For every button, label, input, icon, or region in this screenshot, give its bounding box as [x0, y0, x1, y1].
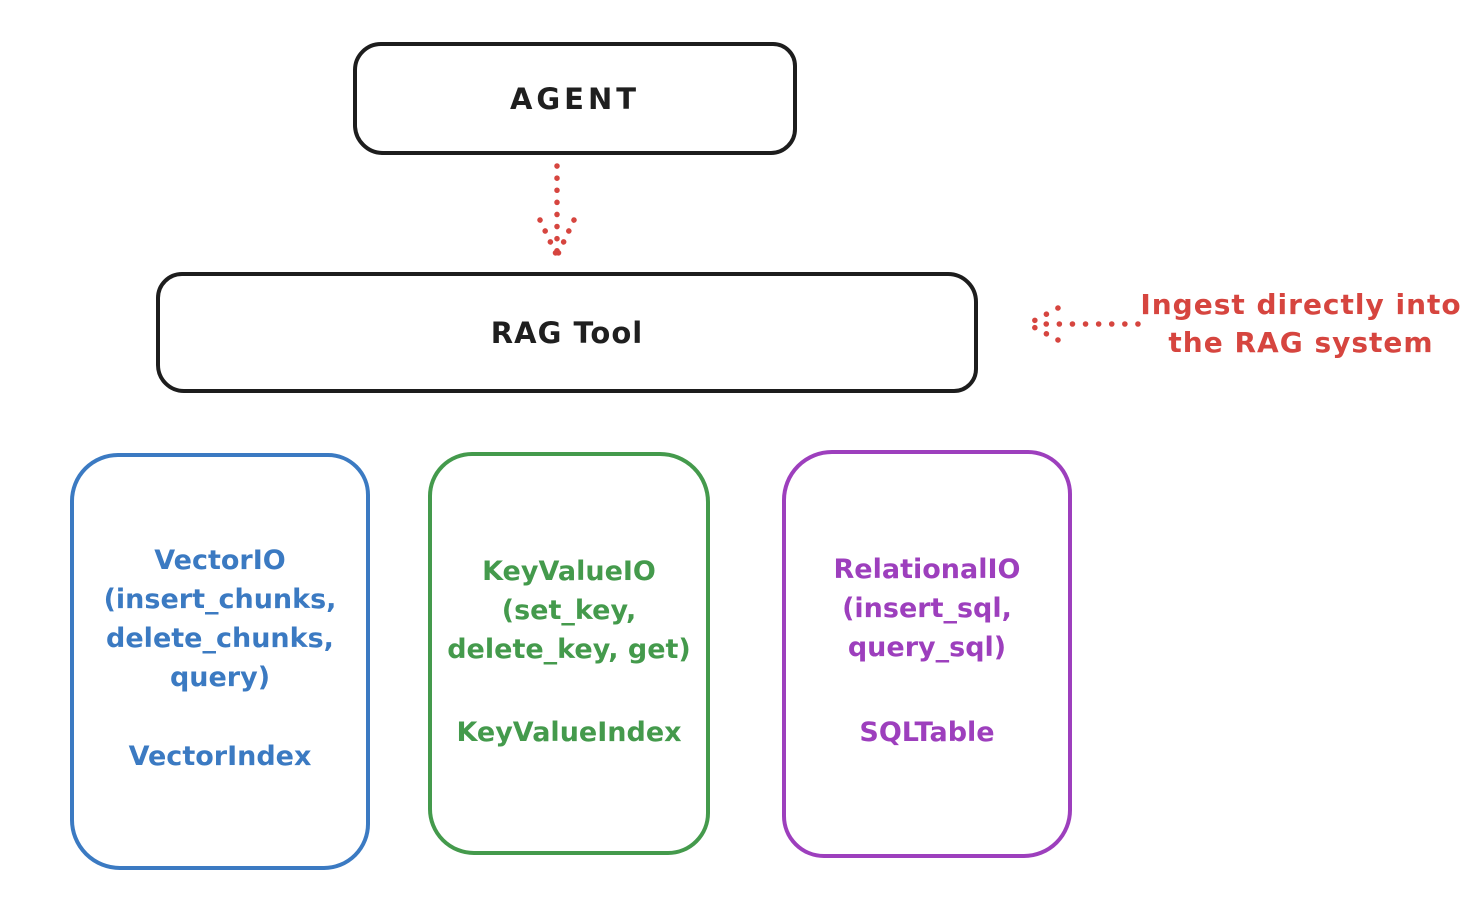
relational-io-lines: RelationalIO (insert_sql, query_sql) [834, 550, 1021, 667]
vector-io-methods-line1: (insert_chunks, [103, 584, 337, 615]
ingest-annotation-line2: the RAG system [1168, 326, 1434, 359]
rag-tool-box: RAG Tool [156, 272, 978, 393]
vector-io-methods-line3: query) [169, 662, 271, 693]
relational-io-methods-line1: (insert_sql, [842, 593, 1012, 624]
keyvalue-io-title: KeyValueIO [482, 556, 656, 587]
vector-io-lines: VectorIO (insert_chunks, delete_chunks, … [104, 541, 337, 697]
vector-io-methods-line2: delete_chunks, [106, 623, 334, 654]
agent-box: AGENT [353, 42, 797, 155]
vector-io-title: VectorIO [154, 545, 286, 576]
relational-io-title: RelationalIO [833, 554, 1021, 585]
relational-io-methods-line2: query_sql) [847, 632, 1007, 663]
keyvalue-index-label: KeyValueIndex [456, 717, 682, 748]
sql-table-label: SQLTable [859, 717, 995, 748]
keyvalue-io-box: KeyValueIO (set_key, delete_key, get) Ke… [428, 452, 710, 855]
ingest-arrow-icon [1025, 305, 1141, 343]
vector-io-box: VectorIO (insert_chunks, delete_chunks, … [70, 453, 370, 870]
keyvalue-io-lines: KeyValueIO (set_key, delete_key, get) [447, 552, 691, 669]
keyvalue-io-methods-line2: delete_key, get) [447, 634, 691, 665]
rag-tool-label: RAG Tool [490, 315, 644, 350]
agent-to-ragtool-arrow-icon [537, 163, 577, 259]
keyvalue-io-methods-line1: (set_key, [501, 595, 637, 626]
relational-io-box: RelationalIO (insert_sql, query_sql) SQL… [782, 450, 1072, 858]
ingest-annotation: Ingest directly into the RAG system [1128, 286, 1474, 362]
ingest-annotation-line1: Ingest directly into [1140, 288, 1462, 321]
agent-label: AGENT [509, 81, 641, 116]
vector-index-label: VectorIndex [128, 741, 312, 772]
